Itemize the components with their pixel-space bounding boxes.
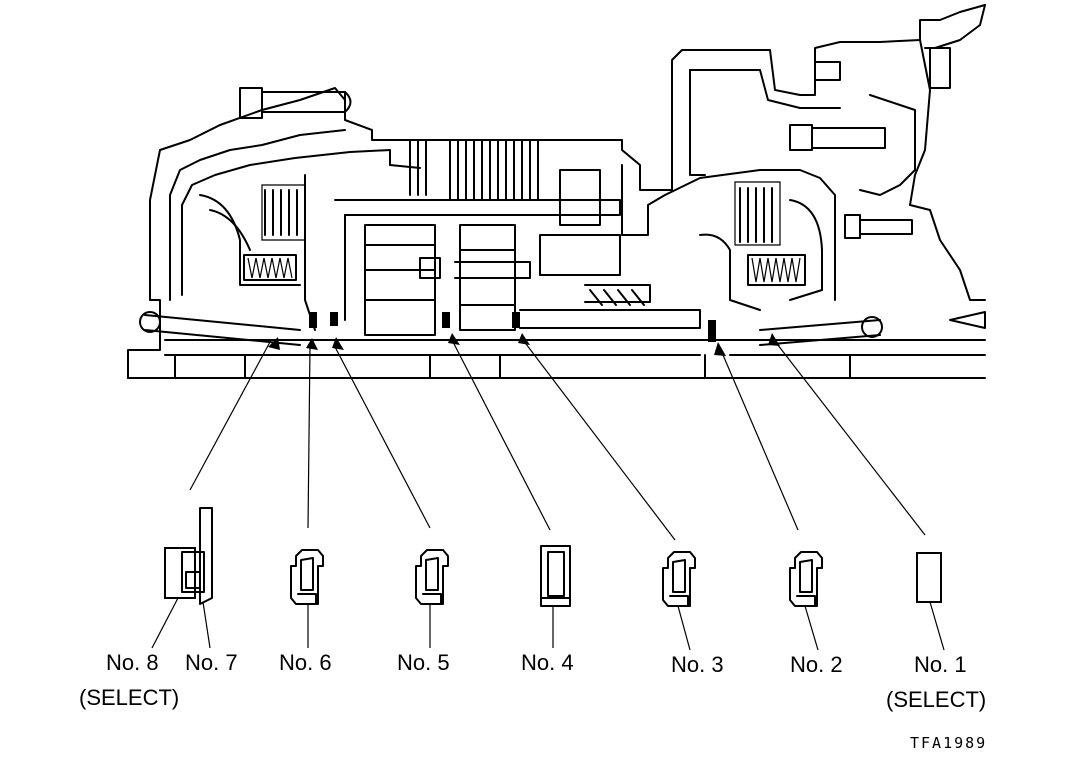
section-bearing-markers xyxy=(268,312,780,356)
bearing-no4-part xyxy=(540,545,571,607)
label-no8-select: (SELECT) xyxy=(79,685,179,710)
label-no5: No. 5 xyxy=(397,650,450,675)
bearing-no3-part xyxy=(662,551,696,607)
label-leaders xyxy=(151,597,945,651)
label-no6: No. 6 xyxy=(279,650,332,675)
leader-lines xyxy=(189,339,926,541)
bearing-no8-no7-part xyxy=(164,507,213,605)
label-no8: No. 8 xyxy=(106,650,159,675)
bearing-no2-part xyxy=(789,551,823,607)
label-no7: No. 7 xyxy=(185,650,238,675)
figure-code: TFA1989 xyxy=(910,734,987,752)
label-no3: No. 3 xyxy=(671,652,724,677)
label-no2: No. 2 xyxy=(790,652,843,677)
bearing-no5-part xyxy=(415,549,449,605)
transmission-cross-section xyxy=(127,4,986,379)
right-clutch-pack xyxy=(699,181,823,311)
bearing-no1-part xyxy=(916,552,942,603)
label-no1: No. 1 xyxy=(914,652,967,677)
bearing-labels: No. 8 (SELECT) No. 7 No. 6 No. 5 No. 4 N… xyxy=(79,650,986,712)
center-gear-train xyxy=(334,139,701,336)
bearing-no6-part xyxy=(290,549,324,605)
left-clutch-pack xyxy=(199,174,316,331)
label-no1-select: (SELECT) xyxy=(886,687,986,712)
label-no4: No. 4 xyxy=(521,650,574,675)
